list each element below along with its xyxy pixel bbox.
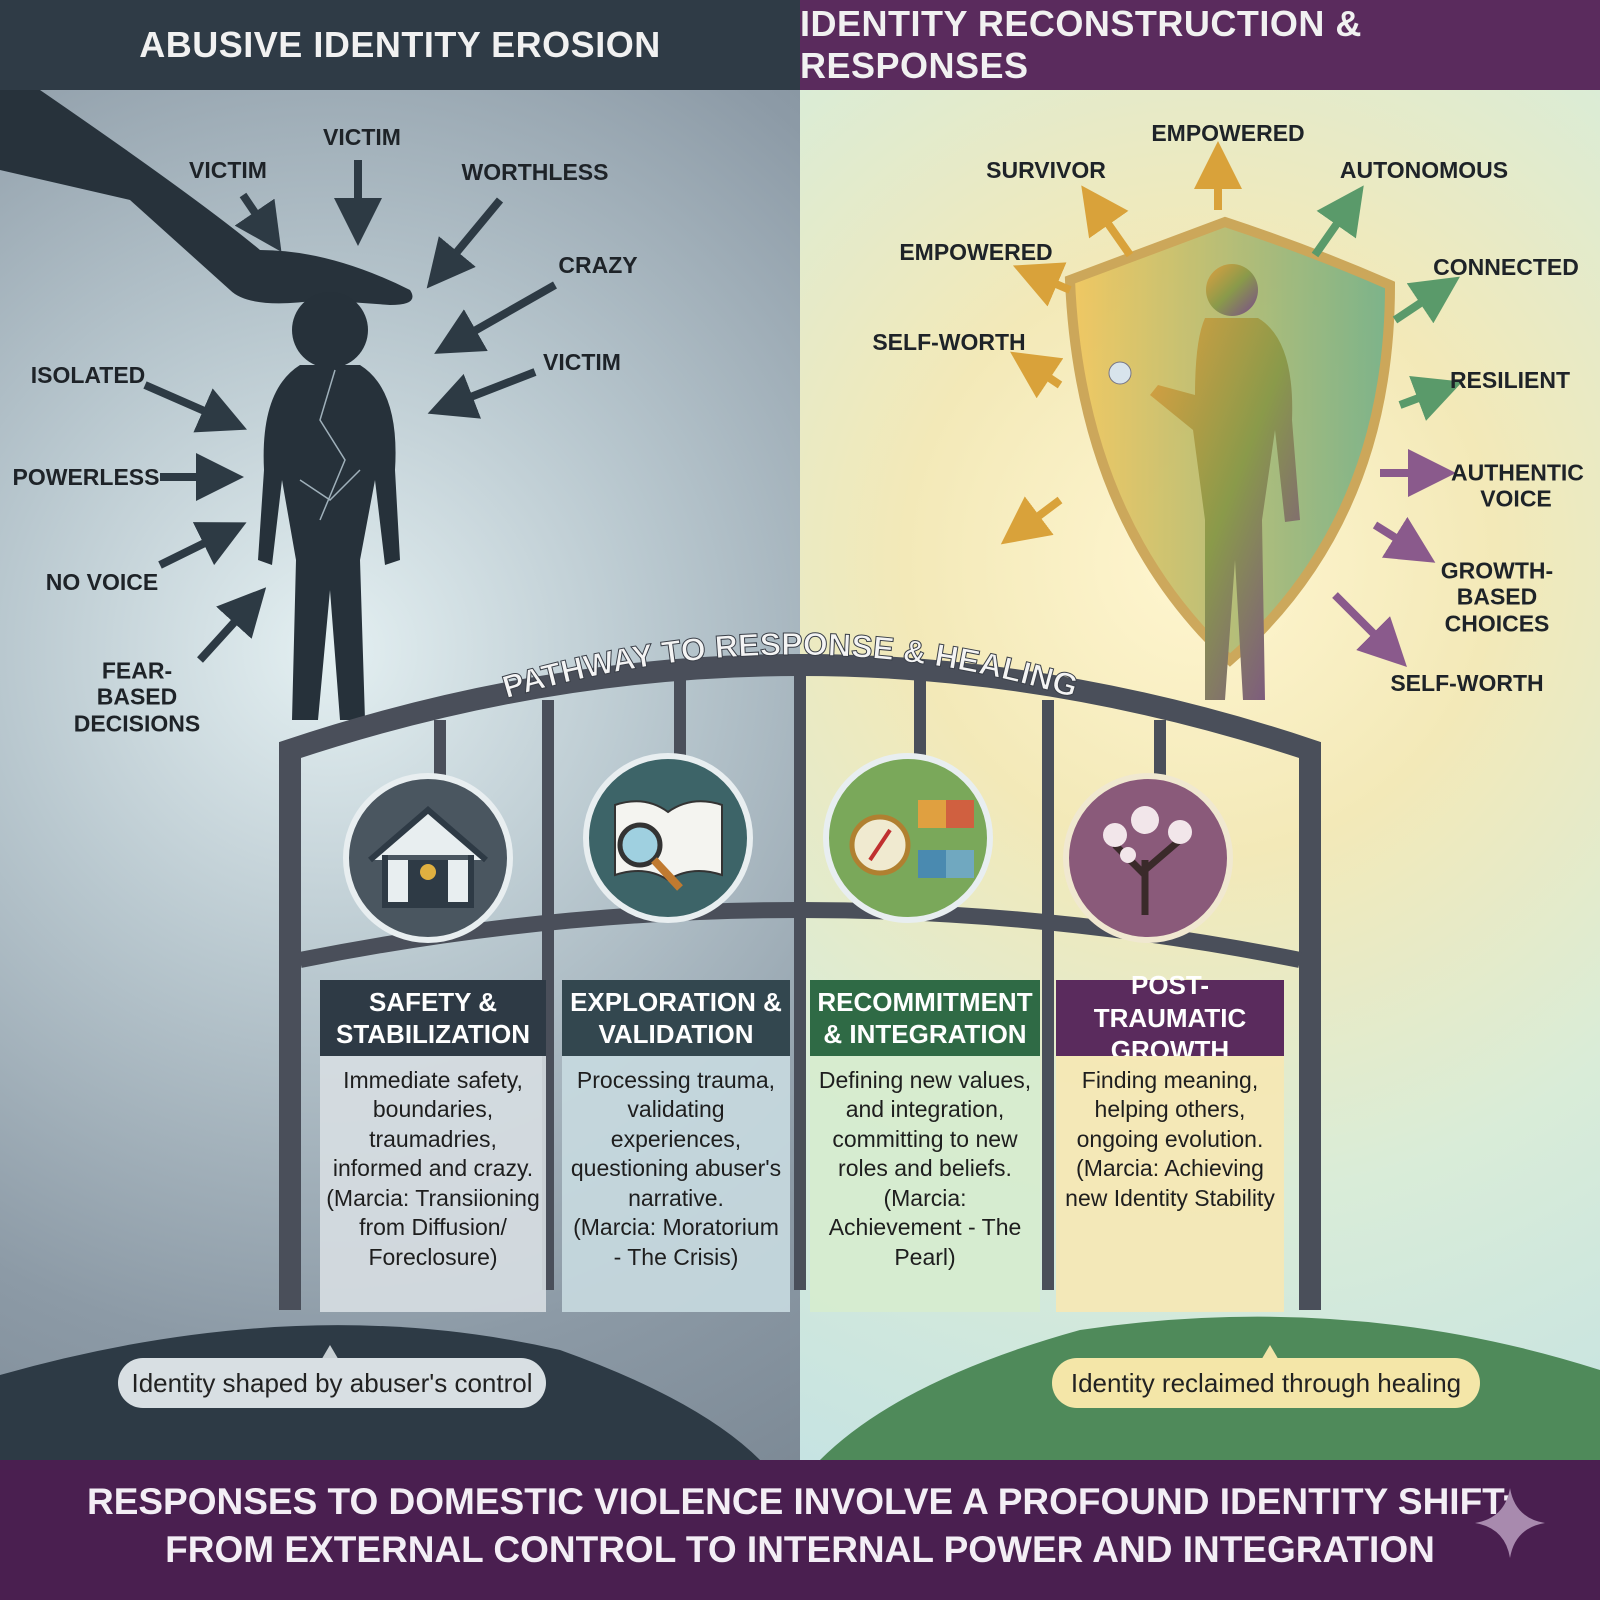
- cracked-figure: [258, 292, 400, 720]
- reconstruction-label-empowered: EMPOWERED: [1151, 119, 1305, 146]
- erosion-label-worthless: WORTHLESS: [461, 158, 609, 185]
- stage-3-description: Defining new values, and integration, co…: [810, 1056, 1040, 1312]
- caption-right: Identity reclaimed through healing: [1052, 1358, 1480, 1408]
- stage-2-description: Processing trauma, validating experience…: [562, 1056, 790, 1312]
- stage-1-body: Immediate safety, boundaries, traumadrie…: [332, 1067, 534, 1182]
- caption-left: Identity shaped by abuser's control: [118, 1358, 546, 1408]
- reconstruction-label-self-worth: SELF-WORTH: [872, 328, 1026, 355]
- stage-2-marcia: (Marcia: Moratorium - The Crisis): [573, 1214, 779, 1270]
- reconstruction-header: IDENTITY RECONSTRUCTION & RESPONSES: [800, 0, 1600, 90]
- reconstruction-label-empowered: EMPOWERED: [899, 238, 1053, 265]
- erosion-label-crazy: CRAZY: [558, 251, 638, 278]
- reconstruction-label-autonomous: AUTONOMOUS: [1339, 156, 1509, 183]
- banner-line-2: FROM EXTERNAL CONTROL TO INTERNAL POWER …: [165, 1529, 1435, 1571]
- reconstruction-label-authentic-voice: AUTHENTIC VOICE: [1451, 459, 1584, 512]
- erosion-label-isolated: ISOLATED: [30, 361, 146, 388]
- erosion-label-fear-based: FEAR-BASED DECISIONS: [73, 657, 201, 737]
- erosion-label-victim: VICTIM: [189, 156, 267, 183]
- stage-3-title: RECOMMITMENT & INTEGRATION: [810, 980, 1040, 1056]
- reconstruction-label-resilient: RESILIENT: [1449, 366, 1571, 393]
- reconstruction-label-connected: CONNECTED: [1433, 253, 1579, 280]
- stage-4-body: Finding meaning, helping others, ongoing…: [1076, 1067, 1264, 1152]
- house-shelter-icon: [343, 773, 513, 943]
- erosion-label-victim: VICTIM: [323, 123, 401, 150]
- stage-1-description: Immediate safety, boundaries, traumadrie…: [320, 1056, 546, 1312]
- stage-3-body: Defining new values, and integration, co…: [818, 1067, 1032, 1182]
- reconstruction-label-survivor: SURVIVOR: [986, 156, 1106, 183]
- stage-3-marcia: (Marcia: Achievement - The Pearl): [828, 1184, 1022, 1270]
- stage-1-title: SAFETY & STABILIZATION: [320, 980, 546, 1056]
- stage-4-marcia: (Marcia: Achieving new Identity Stabilit…: [1065, 1155, 1275, 1211]
- banner-line-1: RESPONSES TO DOMESTIC VIOLENCE INVOLVE A…: [86, 1481, 1514, 1522]
- illustration: PATHWAY TO RESPONSE & HEALING: [0, 90, 1600, 1460]
- sparkle-icon: [1475, 1488, 1545, 1558]
- conclusion-banner: RESPONSES TO DOMESTIC VIOLENCE INVOLVE A…: [0, 1460, 1600, 1600]
- stage-1-marcia: (Marcia: Transiioning from Diffusion/ Fo…: [326, 1184, 540, 1270]
- stage-4-description: Finding meaning, helping others, ongoing…: [1056, 1056, 1284, 1312]
- compass-puzzle-icon: [823, 753, 993, 923]
- stage-2-title: EXPLORATION & VALIDATION: [562, 980, 790, 1056]
- reconstruction-label-growth-based-choices: GROWTH-BASED CHOICES: [1440, 557, 1554, 637]
- book-magnifier-icon: [583, 753, 753, 923]
- erosion-label-victim: VICTIM: [543, 348, 621, 375]
- reconstruction-label-self-worth: SELF-WORTH: [1390, 669, 1544, 696]
- erosion-label-powerless: POWERLESS: [12, 463, 160, 490]
- erosion-label-no-voice: NO VOICE: [45, 568, 159, 595]
- pearl-orb: [1108, 361, 1132, 385]
- abuser-hand: [0, 90, 413, 305]
- empowered-figure: [1150, 264, 1300, 700]
- stage-2-body: Processing trauma, validating experience…: [570, 1067, 782, 1211]
- stage-4-title: POST-TRAUMATIC GROWTH: [1056, 970, 1284, 1065]
- blossom-tree-icon: [1063, 773, 1233, 943]
- erosion-header: ABUSIVE IDENTITY EROSION: [0, 0, 800, 90]
